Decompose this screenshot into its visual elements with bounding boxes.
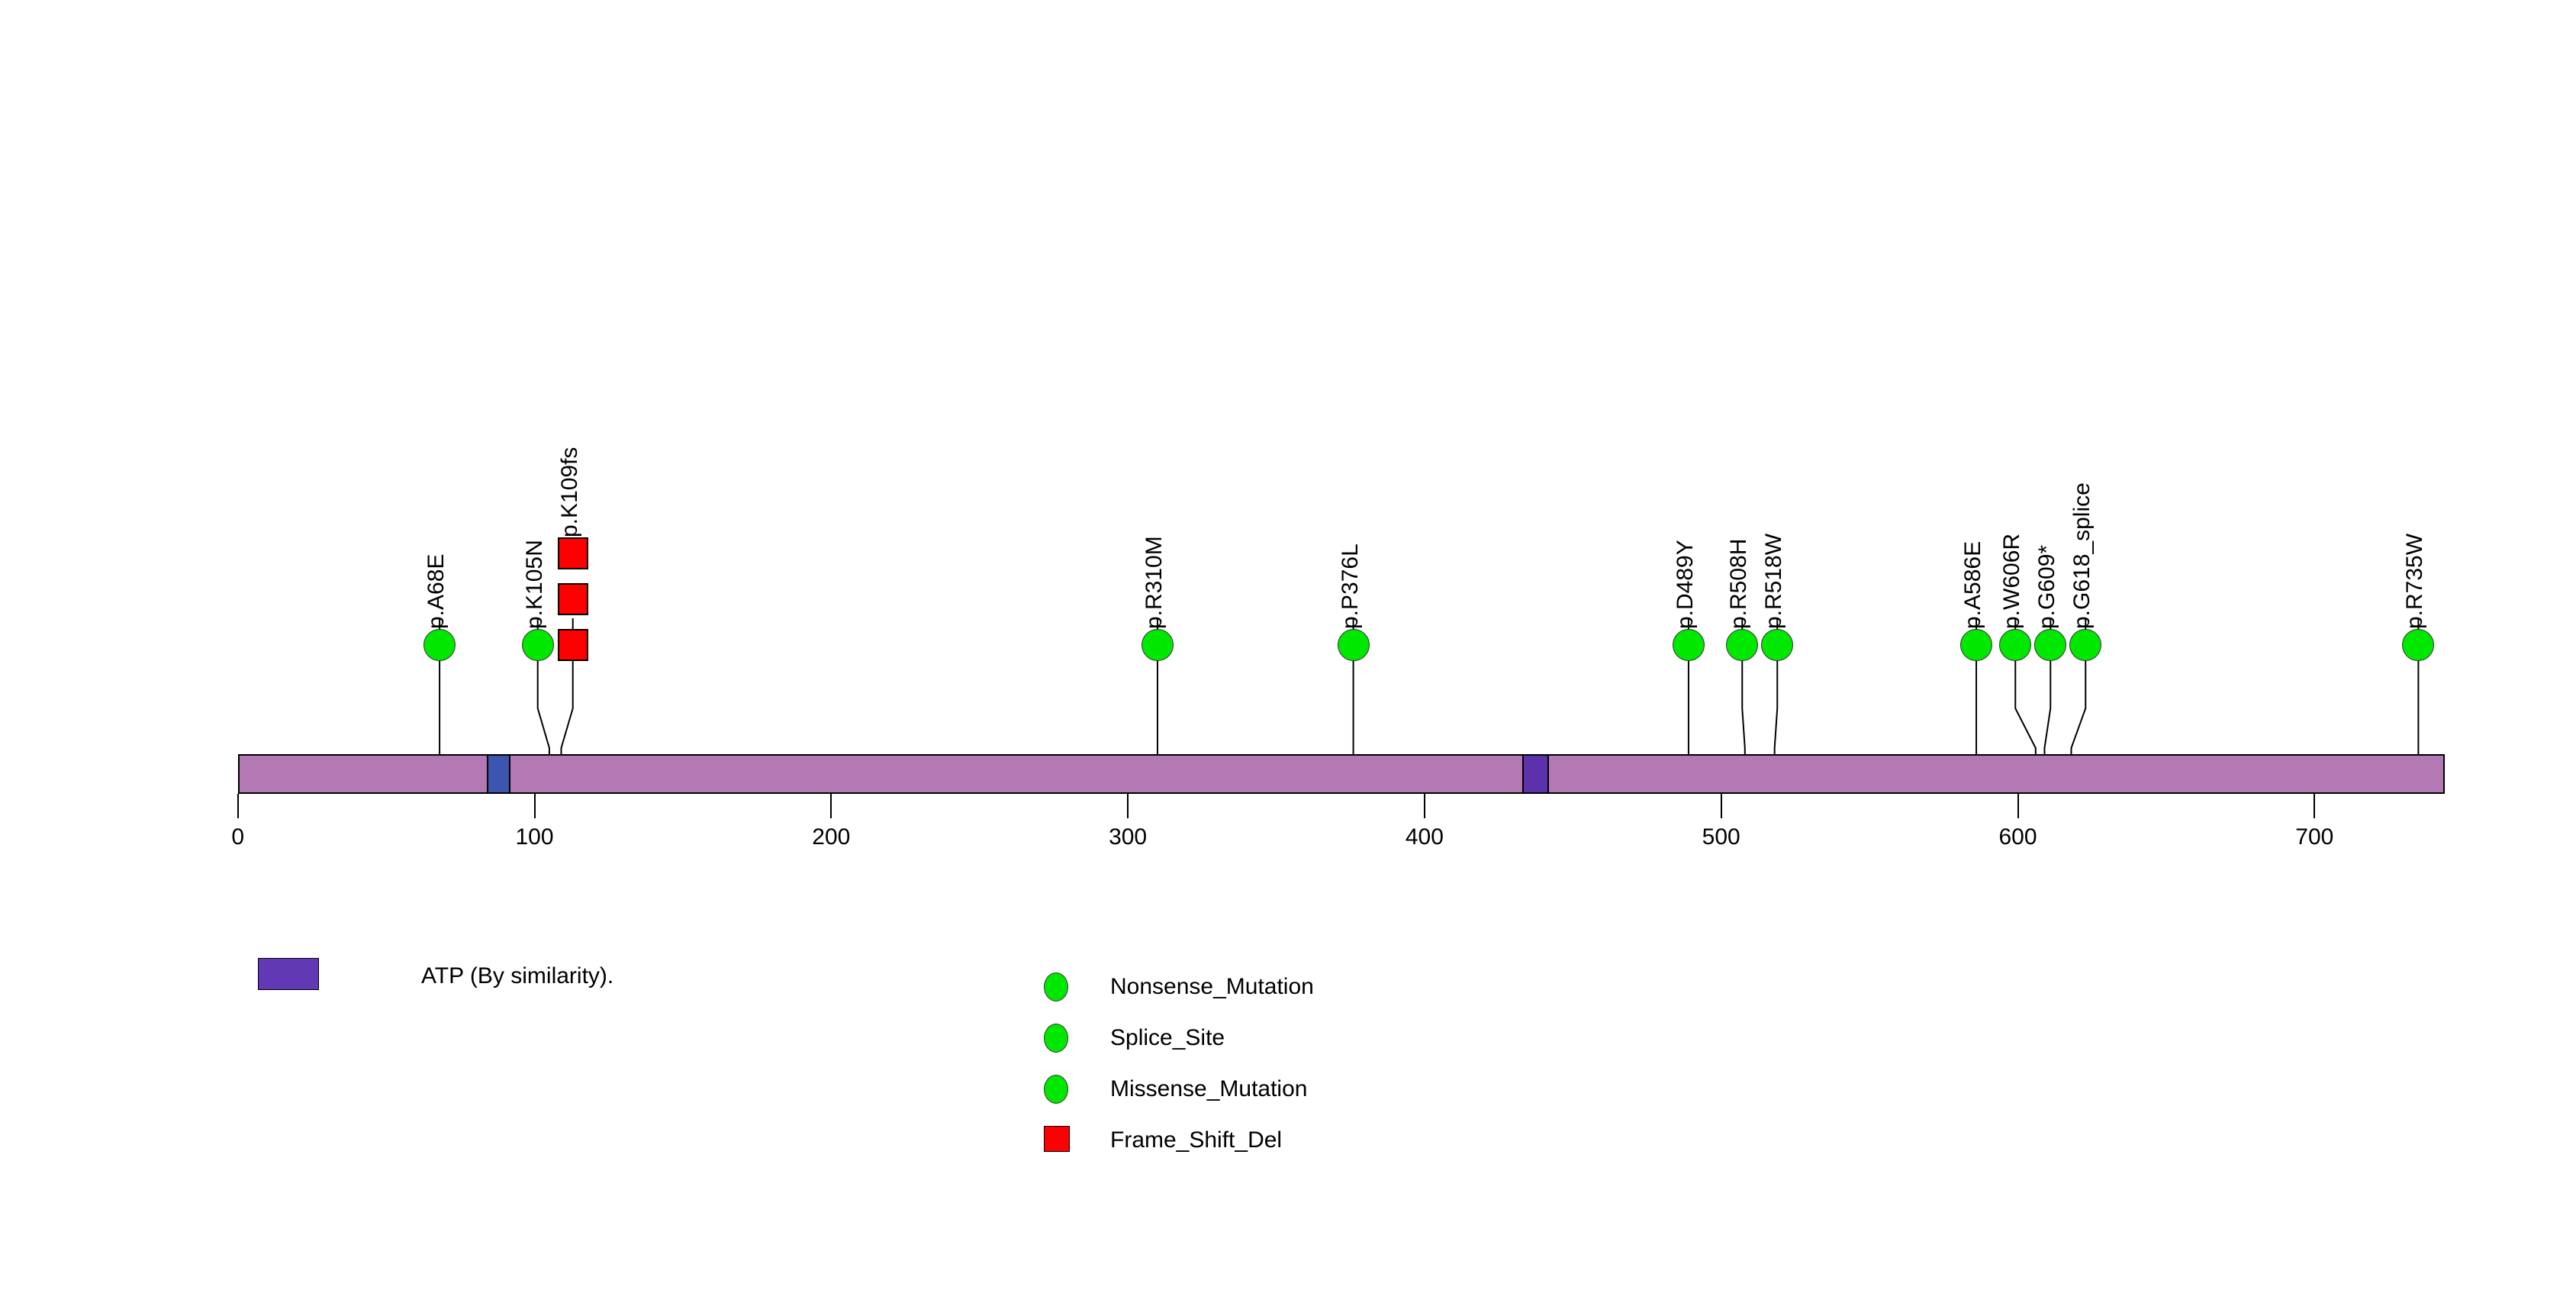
mutation-marker-circle[interactable] xyxy=(2069,629,2102,661)
domain-legend-label: ATP (By similarity). xyxy=(421,963,614,988)
mutation-marker-square[interactable] xyxy=(557,583,588,615)
mutation-legend-swatch-circle xyxy=(1044,972,1068,1001)
x-axis-tick xyxy=(1127,794,1129,818)
mutation-legend-label: Frame_Shift_Del xyxy=(1110,1127,1283,1153)
mutation-marker-circle[interactable] xyxy=(1141,629,1174,661)
mutation-marker-square[interactable] xyxy=(557,629,588,661)
x-axis-tick xyxy=(533,794,536,818)
mutation-marker-circle[interactable] xyxy=(1999,629,2032,661)
x-axis-tick-label: 0 xyxy=(231,824,245,850)
mutation-label: p.A586E xyxy=(1960,540,1986,629)
mutation-marker-circle[interactable] xyxy=(2034,629,2067,661)
mutation-marker-circle[interactable] xyxy=(1761,629,1794,661)
x-axis-tick-label: 200 xyxy=(812,824,851,850)
mutation-legend-swatch-circle xyxy=(1044,1075,1068,1104)
x-axis-tick xyxy=(830,794,832,818)
x-axis-tick xyxy=(2017,794,2019,818)
mutation-label: p.R508H xyxy=(1726,538,1752,629)
mutation-label: p.A68E xyxy=(423,553,449,629)
mutation-legend-swatch-circle xyxy=(1044,1024,1068,1053)
mutation-marker-circle[interactable] xyxy=(1672,629,1705,661)
mutation-label: p.G618_splice xyxy=(2069,482,2095,629)
x-axis-tick xyxy=(237,794,239,818)
mutation-label: p.K109fs xyxy=(556,447,582,537)
mutation-marker-circle[interactable] xyxy=(1960,629,1993,661)
mutation-marker-square[interactable] xyxy=(557,537,588,569)
mutation-label: p.D489Y xyxy=(1672,540,1698,629)
x-axis-tick-label: 700 xyxy=(2295,824,2334,850)
mutation-legend-swatch-square xyxy=(1044,1126,1070,1152)
mutation-label: p.R310M xyxy=(1141,536,1167,629)
protein-backbone xyxy=(237,754,2446,794)
x-axis-tick xyxy=(1720,794,1722,818)
mutation-marker-circle[interactable] xyxy=(521,629,554,661)
mutation-label: p.W606R xyxy=(1999,533,2025,629)
mutation-marker-circle[interactable] xyxy=(2402,629,2435,661)
mutation-marker-circle[interactable] xyxy=(423,629,456,661)
x-axis-tick-label: 100 xyxy=(515,824,554,850)
x-axis-tick-label: 400 xyxy=(1405,824,1444,850)
x-axis-tick-label: 500 xyxy=(1702,824,1740,850)
mutation-legend-label: Missense_Mutation xyxy=(1110,1076,1308,1101)
domain-legend-swatch xyxy=(258,958,319,990)
mutation-label: p.R735W xyxy=(2402,533,2428,629)
x-axis-tick xyxy=(1423,794,1425,818)
x-axis-tick xyxy=(2314,794,2316,818)
protein-domain xyxy=(487,754,511,794)
mutation-legend-label: Splice_Site xyxy=(1110,1025,1225,1050)
mutation-label: p.R518W xyxy=(1761,533,1787,629)
x-axis-tick-label: 300 xyxy=(1109,824,1148,850)
mutation-marker-circle[interactable] xyxy=(1726,629,1759,661)
protein-domain xyxy=(1522,754,1550,794)
x-axis-tick-label: 600 xyxy=(1998,824,2037,850)
mutation-label: p.G609* xyxy=(2034,544,2060,629)
mutation-marker-circle[interactable] xyxy=(1337,629,1370,661)
mutation-label: p.K105N xyxy=(521,540,547,629)
mutation-label: p.P376L xyxy=(1337,543,1363,629)
mutation-legend-label: Nonsense_Mutation xyxy=(1110,974,1314,999)
